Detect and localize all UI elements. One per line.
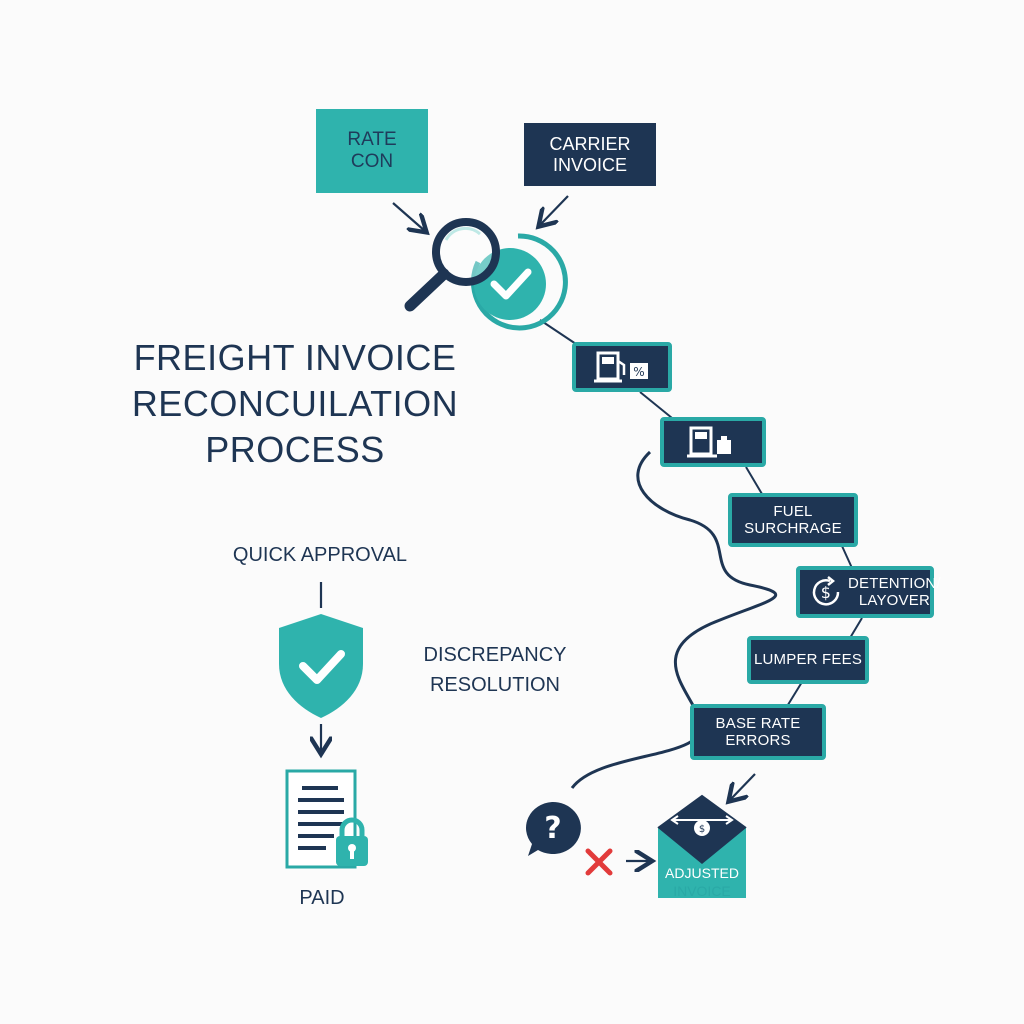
- svg-text:%: %: [633, 365, 645, 379]
- fuel-surcharge-line2: SURCHRAGE: [744, 520, 842, 537]
- fuel-pump-percent-box: %: [572, 342, 672, 392]
- adjusted-line1: ADJUSTED: [665, 865, 739, 881]
- chain-line: [639, 391, 673, 419]
- lumper-fees-label: LUMPER FEES: [753, 651, 863, 669]
- chain-line: [849, 617, 863, 639]
- detention-line1: DETENTION/: [848, 574, 941, 592]
- adjusted-line2: INVOICE: [673, 883, 731, 899]
- chain-line: [841, 545, 853, 569]
- shield-check-icon: [279, 614, 363, 718]
- discrepancy-line2: RESOLUTION: [429, 674, 561, 696]
- arrow-rate-con: [392, 202, 425, 231]
- fuel-surcharge-line1: FUEL: [773, 502, 813, 520]
- lumper-fees-box: LUMPER FEES: [747, 636, 869, 684]
- rate-con-box: RATE CON: [316, 109, 428, 193]
- page-title: FREIGHT INVOICE RECONCUILATION PROCESS: [130, 335, 460, 473]
- detention-line2: LAYOVER: [858, 592, 930, 609]
- svg-text:?: ?: [544, 811, 561, 846]
- svg-text:$: $: [699, 824, 705, 835]
- adjusted-invoice-label: ADJUSTED INVOICE: [654, 864, 750, 900]
- document-lock-icon: [285, 769, 368, 869]
- magnifier-icon: [404, 218, 500, 312]
- rate-con-line2: CON: [350, 151, 394, 172]
- fuel-pump-box-box: [660, 417, 766, 467]
- discrepancy-line1: DISCREPANCY: [423, 644, 567, 666]
- chain-line: [745, 466, 763, 495]
- svg-text:$: $: [821, 583, 831, 602]
- arrow-carrier-invoice: [540, 195, 569, 225]
- rate-con-line1: RATE: [347, 129, 397, 151]
- title-line3: PROCESS: [205, 429, 385, 470]
- arrow-to-adjusted: [730, 773, 756, 800]
- fuel-pump-percent-icon: %: [594, 351, 648, 383]
- discrepancy-resolution-label: DISCREPANCY RESOLUTION: [410, 640, 580, 700]
- carrier-invoice-line1: CARRIER: [549, 133, 631, 154]
- quick-approval-label: QUICK APPROVAL: [232, 544, 408, 566]
- question-bubble-icon: ?: [526, 801, 581, 856]
- carrier-invoice-line2: INVOICE: [552, 154, 627, 175]
- base-rate-line2: ERRORS: [725, 732, 791, 749]
- paid-label: PAID: [299, 887, 345, 909]
- fuel-pump-box-icon: [687, 426, 731, 458]
- base-rate-errors-box: BASE RATE ERRORS: [690, 704, 826, 760]
- envelope-icon: $: [657, 794, 747, 898]
- carrier-invoice-box: CARRIER INVOICE: [524, 123, 656, 186]
- red-x-icon: [585, 848, 613, 876]
- title-line2: RECONCUILATION: [131, 383, 459, 424]
- title-line1: FREIGHT INVOICE: [133, 337, 457, 378]
- dollar-cycle-icon: $: [812, 576, 840, 606]
- detention-layover-box: $ DETENTION/ LAYOVER: [796, 566, 941, 618]
- fuel-surcharge-box: FUEL SURCHRAGE: [728, 493, 858, 547]
- base-rate-line1: BASE RATE: [715, 714, 801, 732]
- chain-line: [785, 681, 803, 709]
